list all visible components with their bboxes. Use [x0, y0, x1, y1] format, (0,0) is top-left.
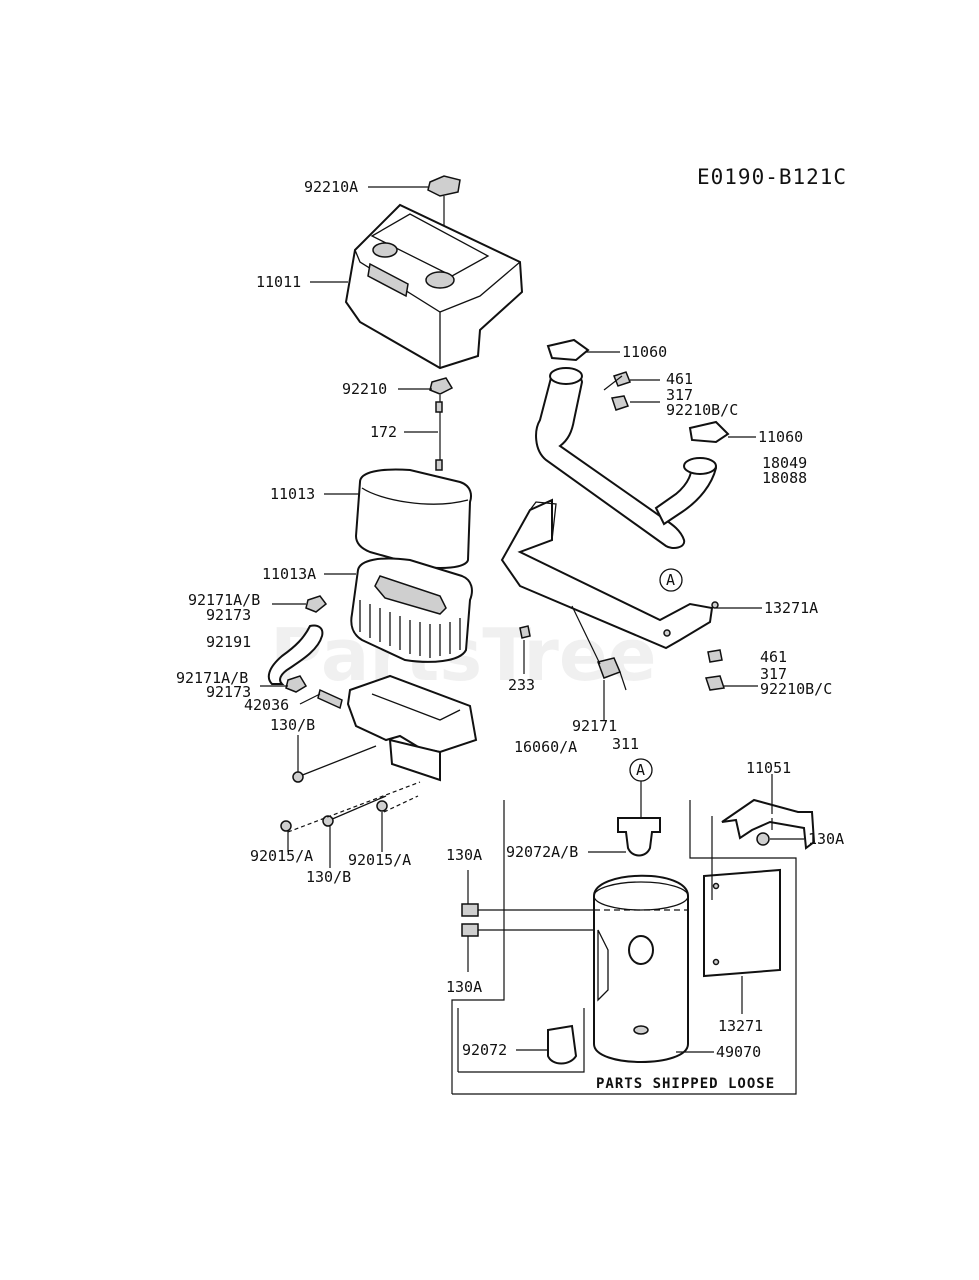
pre-cleaner-shape: [354, 468, 472, 569]
label-16060A: 16060/A: [514, 738, 577, 756]
gasket-11060-shape: [546, 338, 730, 444]
label-13271A: 13271A: [764, 599, 818, 617]
label-92191: 92191: [206, 633, 251, 651]
label-92015A-2: 92015/A: [348, 851, 411, 869]
label-11060-2: 11060: [758, 428, 803, 446]
label-11051: 11051: [746, 759, 791, 777]
heat-shield-shape: [703, 868, 781, 978]
label-172: 172: [370, 423, 397, 441]
muffler-canister-shape: [593, 874, 689, 1063]
label-233: 233: [508, 676, 535, 694]
label-317-2: 317: [760, 665, 787, 683]
label-92210: 92210: [342, 380, 387, 398]
label-461-1: 461: [666, 370, 693, 388]
label-92173-2: 92173: [206, 683, 251, 701]
label-311: 311: [612, 735, 639, 753]
parts-shipped-loose-label: PARTS SHIPPED LOOSE: [596, 1076, 775, 1092]
label-92210A: 92210A: [304, 178, 358, 196]
label-92210BC-1: 92210B/C: [666, 401, 738, 419]
label-11060-1: 11060: [622, 343, 667, 361]
exhaust-pipe-shape: [535, 367, 718, 549]
wing-nut-92210A-shape: [427, 175, 461, 197]
muffler-bracket-shape: [500, 498, 719, 650]
label-11013: 11013: [270, 485, 315, 503]
ref-marker-A-lower: A: [636, 761, 645, 779]
filter-element-shape: [350, 557, 473, 663]
label-49070: 49070: [716, 1043, 761, 1061]
label-92072AB: 92072A/B: [506, 843, 578, 861]
clamp-92072-shape: [547, 1024, 578, 1065]
label-130A-3: 130A: [446, 978, 482, 996]
diagram-code: E0190-B121C: [697, 165, 847, 189]
nut-92210-shape: [429, 377, 454, 395]
breather-hose-shape: [267, 624, 324, 685]
air-cleaner-base-shape: [346, 674, 478, 782]
label-13271: 13271: [718, 1017, 763, 1035]
label-130A-2: 130A: [446, 846, 482, 864]
label-18088: 18088: [762, 469, 807, 487]
label-92171: 92171: [572, 717, 617, 735]
label-42036: 42036: [244, 696, 289, 714]
label-11011: 11011: [256, 273, 301, 291]
label-461-2: 461: [760, 648, 787, 666]
label-18049: 18049: [762, 454, 807, 472]
label-92171AB-2: 92171A/B: [176, 669, 248, 687]
air-cleaner-cover-shape: [344, 203, 524, 370]
label-317-1: 317: [666, 386, 693, 404]
label-92210BC-2: 92210B/C: [760, 680, 832, 698]
label-11013A: 11013A: [262, 565, 316, 583]
label-130A-1: 130A: [808, 830, 844, 848]
ref-marker-A-upper: A: [666, 571, 675, 589]
label-130B-1: 130/B: [270, 716, 315, 734]
label-92015A-1: 92015/A: [250, 847, 313, 865]
label-130B-2: 130/B: [306, 868, 351, 886]
bracket-11051-shape: [721, 798, 816, 850]
muffler-clamp-shape: [617, 817, 661, 857]
label-92173-1: 92173: [206, 606, 251, 624]
label-92072: 92072: [462, 1041, 507, 1059]
label-92171AB-1: 92171A/B: [188, 591, 260, 609]
